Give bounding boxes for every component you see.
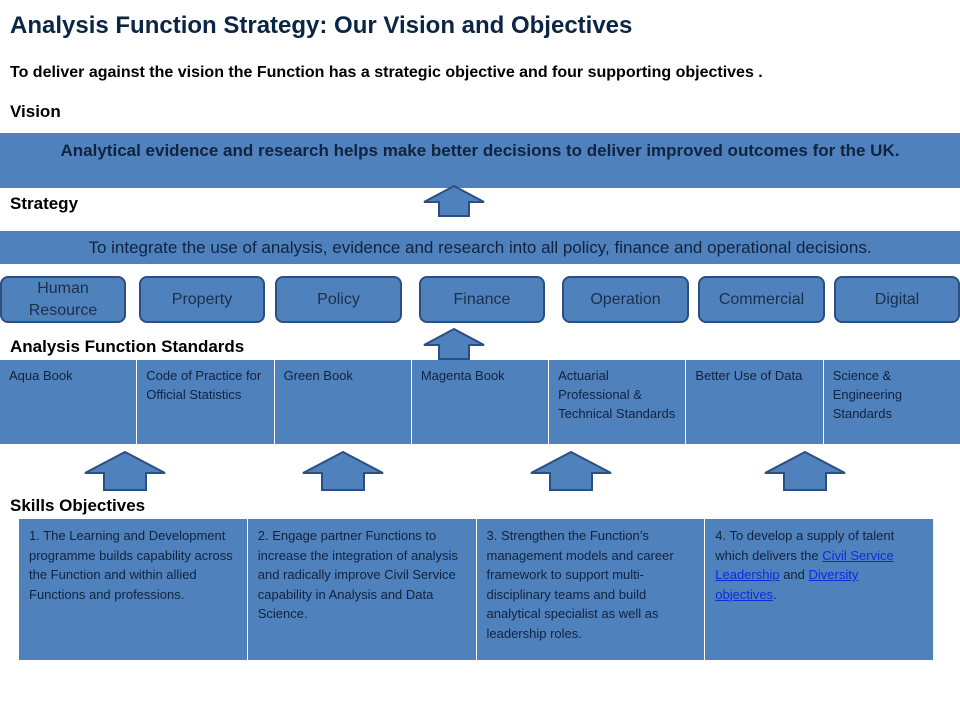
area-finance: Finance	[419, 276, 545, 323]
up-arrow-icon	[423, 185, 485, 217]
up-arrow-icon	[530, 450, 612, 491]
up-arrow-icon	[84, 450, 166, 491]
area-human-resource: Human Resource	[0, 276, 126, 323]
skills-heading: Skills Objectives	[10, 496, 146, 515]
skill-objective-4: 4. To develop a supply of talent which d…	[705, 519, 933, 660]
vision-band: Analytical evidence and research helps m…	[0, 133, 960, 188]
skill-objective-2: 2. Engage partner Functions to increase …	[247, 519, 477, 660]
area-property: Property	[139, 276, 265, 323]
area-operation: Operation	[562, 276, 689, 323]
standard-better-use-of-data: Better Use of Data	[686, 360, 824, 444]
standard-code-of-practice: Code of Practice for Official Statistics	[137, 360, 275, 444]
skill-objective-4-middle: and	[779, 567, 809, 582]
civil-service-leadership-link[interactable]: Civil Service Leadership	[715, 547, 894, 583]
strategy-band: To integrate the use of analysis, eviden…	[0, 231, 960, 264]
area-policy: Policy	[275, 276, 402, 323]
strategy-heading: Strategy	[10, 194, 79, 213]
standards-row: Aqua Book Code of Practice for Official …	[0, 360, 960, 444]
up-arrow-icon	[423, 328, 485, 360]
vision-text: Analytical evidence and research helps m…	[60, 141, 900, 160]
skills-row: 1. The Learning and Development programm…	[18, 518, 934, 661]
strategy-text: To integrate the use of analysis, eviden…	[88, 237, 872, 257]
skill-objective-1: 1. The Learning and Development programm…	[19, 519, 248, 660]
skill-objective-4-suffix: .	[773, 586, 777, 602]
area-commercial: Commercial	[698, 276, 825, 323]
standard-actuarial: Actuarial Professional & Technical Stand…	[549, 360, 687, 444]
page-title: Analysis Function Strategy: Our Vision a…	[10, 12, 633, 39]
diversity-objectives-link[interactable]: Diversity objectives	[715, 567, 859, 602]
standard-aqua-book: Aqua Book	[0, 360, 138, 444]
skill-objective-4-prefix: 4. To develop a supply of talent which d…	[715, 528, 895, 563]
page-subtitle: To deliver against the vision the Functi…	[10, 64, 763, 81]
standard-green-book: Green Book	[274, 360, 412, 444]
vision-heading: Vision	[10, 102, 61, 121]
area-digital: Digital	[834, 276, 960, 323]
standard-magenta-book: Magenta Book	[411, 360, 550, 444]
standard-science-engineering: Science & Engineering Standards	[823, 360, 960, 444]
standards-heading: Analysis Function Standards	[10, 337, 245, 356]
up-arrow-icon	[302, 450, 384, 491]
skill-objective-3: 3. Strengthen the Function’s management …	[476, 519, 706, 660]
up-arrow-icon	[764, 450, 846, 491]
